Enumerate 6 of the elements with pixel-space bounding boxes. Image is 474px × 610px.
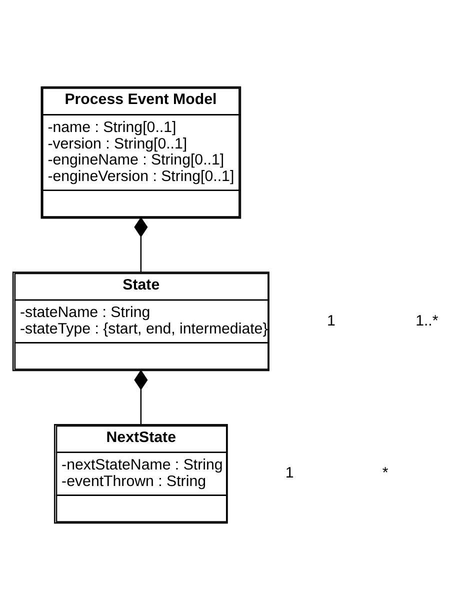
label: * xyxy=(382,464,388,482)
label: 1 xyxy=(326,312,336,330)
connector xyxy=(134,370,148,424)
label: 1 xyxy=(285,464,294,482)
connector xyxy=(134,216,148,272)
label: 1..* xyxy=(416,312,438,330)
